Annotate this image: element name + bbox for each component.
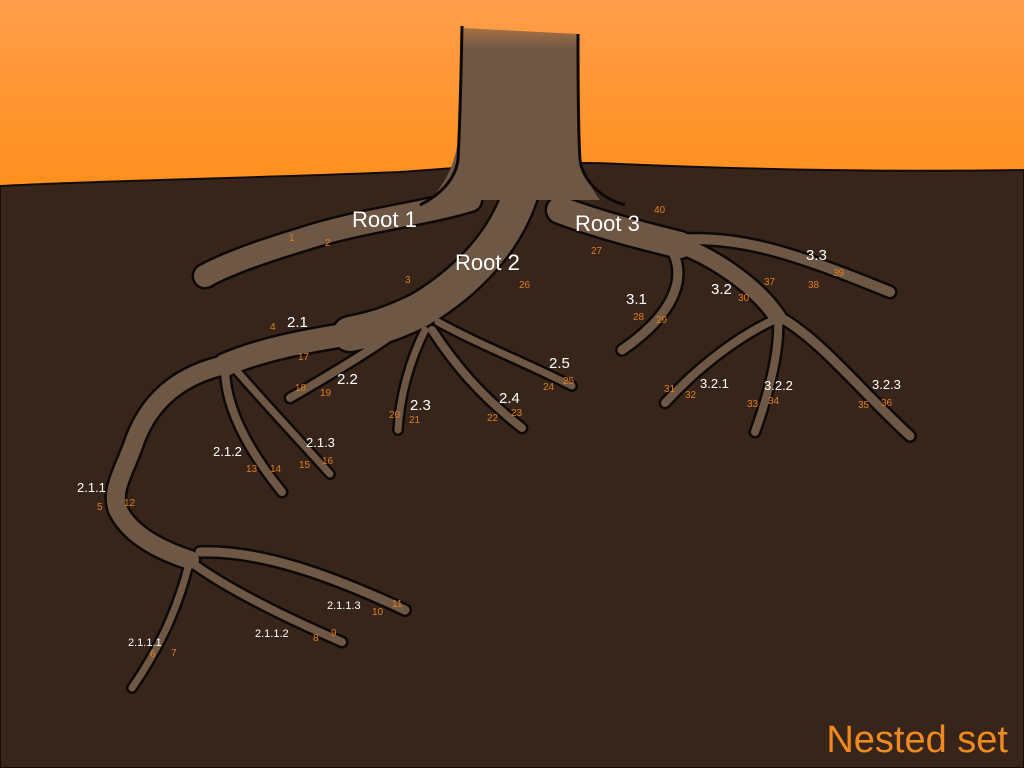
right-number-3-2-1: 32 <box>685 390 697 401</box>
node-label-root-3: Root 3 <box>575 211 640 236</box>
right-number-2-1: 17 <box>298 352 310 363</box>
node-label-3-2: 3.2 <box>711 281 732 298</box>
node-label-2-1-1: 2.1.1 <box>77 480 106 495</box>
left-number-2-1-3: 15 <box>299 460 311 471</box>
right-number-root-2: 26 <box>519 280 531 291</box>
left-number-2-1-1-2: 8 <box>313 633 319 644</box>
left-number-3-1: 28 <box>633 312 645 323</box>
left-number-2-1-1-1: 6 <box>150 649 156 660</box>
tree-trunk <box>430 28 600 200</box>
node-label-2-1-1-2: 2.1.1.2 <box>255 628 289 640</box>
root-2-1-2 <box>221 364 286 496</box>
node-label-3-2-2: 3.2.2 <box>764 378 793 393</box>
right-number-2-1-1-3: 11 <box>392 599 403 610</box>
node-label-2-5: 2.5 <box>549 355 570 372</box>
right-number-root-3: 40 <box>654 205 666 216</box>
node-label-2-1: 2.1 <box>287 314 308 331</box>
root-2-4 <box>428 326 526 432</box>
node-label-2-2: 2.2 <box>337 371 358 388</box>
left-number-3-2-2: 33 <box>747 399 759 410</box>
root-2-1-3 <box>232 366 334 478</box>
left-number-2-1: 4 <box>270 322 276 333</box>
node-label-3-3: 3.3 <box>806 247 827 264</box>
left-number-root-1: 1 <box>289 233 295 244</box>
left-number-2-1-1: 5 <box>97 502 103 513</box>
root-3-2-3 <box>780 315 915 441</box>
left-number-root-2: 3 <box>405 275 411 286</box>
root-3-2 <box>672 237 786 326</box>
trunk-left-edge <box>419 25 464 207</box>
node-label-2-1-2: 2.1.2 <box>213 444 242 459</box>
left-number-2-4: 22 <box>487 413 499 424</box>
left-number-2-3: 20 <box>389 410 401 421</box>
right-number-root-1: 2 <box>325 238 331 249</box>
left-number-2-1-1-3: 10 <box>372 607 384 618</box>
node-label-3-2-3: 3.2.3 <box>872 377 901 392</box>
right-number-3-2-2: 34 <box>768 396 780 407</box>
root-2-2 <box>286 318 414 402</box>
root-2-5 <box>434 318 576 390</box>
root-root-2 <box>333 178 537 351</box>
left-number-2-5: 24 <box>543 382 555 393</box>
left-number-2-1-2: 13 <box>246 464 258 475</box>
node-label-root-2: Root 2 <box>455 250 520 275</box>
left-number-3-2: 30 <box>738 293 750 304</box>
node-label-root-1: Root 1 <box>352 207 417 232</box>
right-number-2-1-1: 12 <box>124 498 136 509</box>
root-2-3 <box>394 326 429 434</box>
root-2-1 <box>214 323 361 376</box>
node-label-3-1: 3.1 <box>626 291 647 308</box>
root-3-3 <box>675 234 895 297</box>
node-label-2-3: 2.3 <box>410 397 431 414</box>
right-number-3-2-3: 36 <box>881 398 893 409</box>
right-number-2-5: 25 <box>563 376 575 387</box>
left-number-3-2-3: 35 <box>858 400 870 411</box>
right-number-2-1-2: 14 <box>270 464 282 475</box>
node-label-2-1-1-1: 2.1.1.1 <box>128 637 162 649</box>
right-number-2-1-1-1: 7 <box>171 648 177 659</box>
left-number-2-2: 18 <box>295 383 307 394</box>
roots-fill <box>106 178 915 692</box>
root-root-1 <box>194 189 481 287</box>
right-number-2-1-1-2: 9 <box>331 628 337 639</box>
right-number-3-1: 29 <box>656 315 668 326</box>
node-label-2-1-3: 2.1.3 <box>306 435 335 450</box>
root-2-1-1-1 <box>128 556 194 692</box>
left-number-3-2-1: 31 <box>664 384 676 395</box>
left-number-root-3: 27 <box>591 246 603 257</box>
root-3-2-1 <box>661 314 782 407</box>
right-number-2-2: 19 <box>320 388 332 399</box>
root-2-1-1-3 <box>195 547 410 615</box>
root-2-1-1-2 <box>191 561 346 646</box>
left-number-3-3: 38 <box>808 280 820 291</box>
right-number-2-1-3: 16 <box>322 456 334 467</box>
trunk-right-edge <box>576 33 626 207</box>
diagram-title: Nested set <box>826 719 1008 761</box>
node-label-2-4: 2.4 <box>499 390 520 407</box>
root-3-2-2 <box>751 314 783 436</box>
right-number-3-2: 37 <box>764 277 776 288</box>
right-number-3-3: 39 <box>833 268 845 279</box>
root-2-1-1 <box>106 356 234 569</box>
node-label-2-1-1-3: 2.1.1.3 <box>327 600 361 612</box>
right-number-2-3: 21 <box>409 415 421 426</box>
root-3-1 <box>617 235 683 355</box>
node-label-3-2-1: 3.2.1 <box>700 376 729 391</box>
right-number-2-4: 23 <box>511 408 523 419</box>
